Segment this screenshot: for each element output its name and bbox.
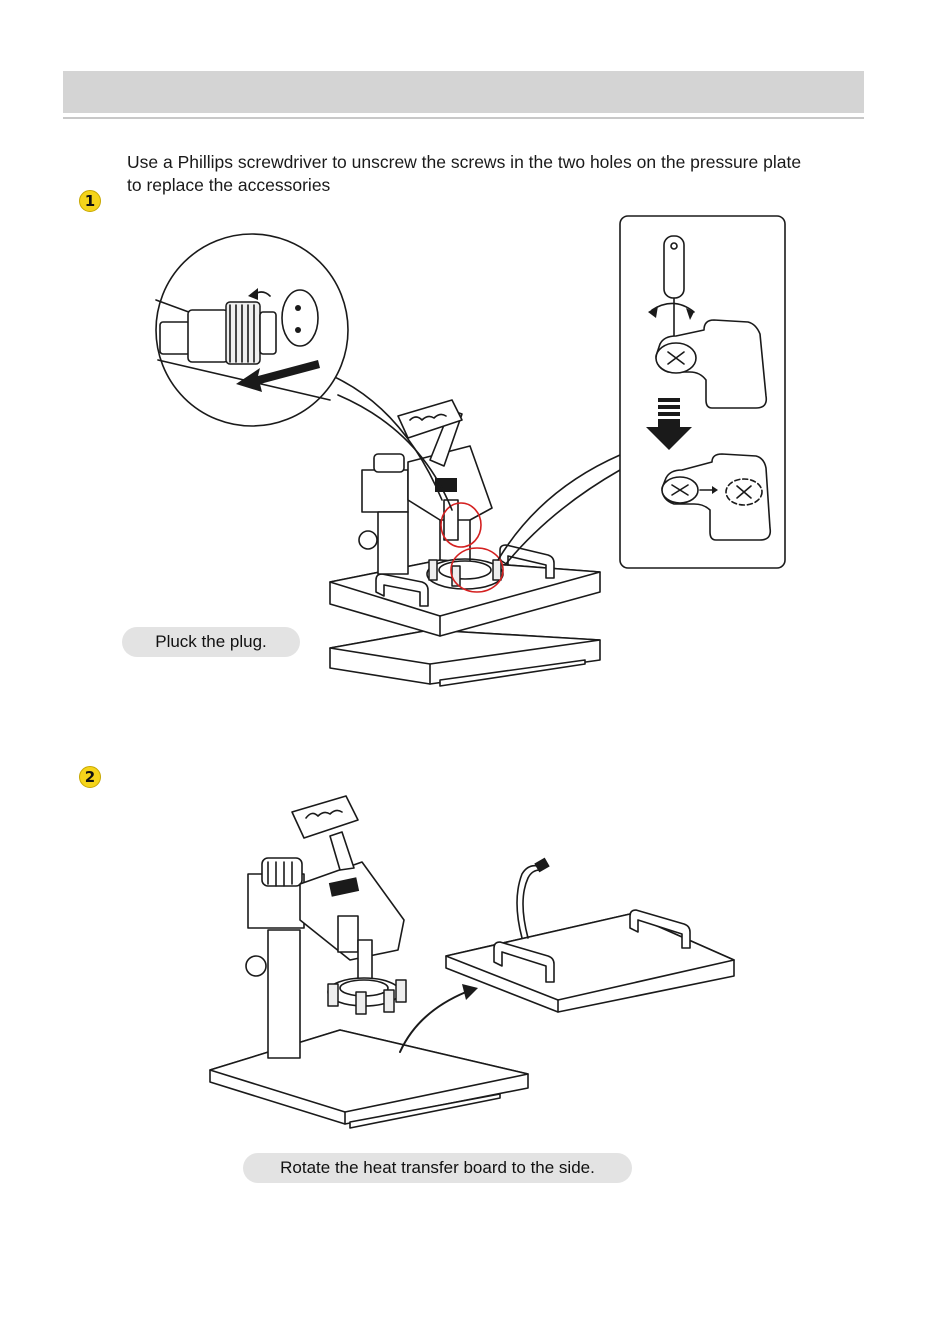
plug-detail-magnifier xyxy=(156,234,348,426)
screw-detail-panel xyxy=(620,216,785,568)
step-1-heat-press-illustration xyxy=(318,370,620,686)
step-2-caption: Rotate the heat transfer board to the si… xyxy=(243,1153,632,1183)
rotate-arrow-icon xyxy=(400,984,478,1052)
step-1-caption: Pluck the plug. xyxy=(122,627,300,657)
step-2-heat-press-illustration xyxy=(210,796,734,1128)
step-2-badge: 2 xyxy=(79,766,101,788)
